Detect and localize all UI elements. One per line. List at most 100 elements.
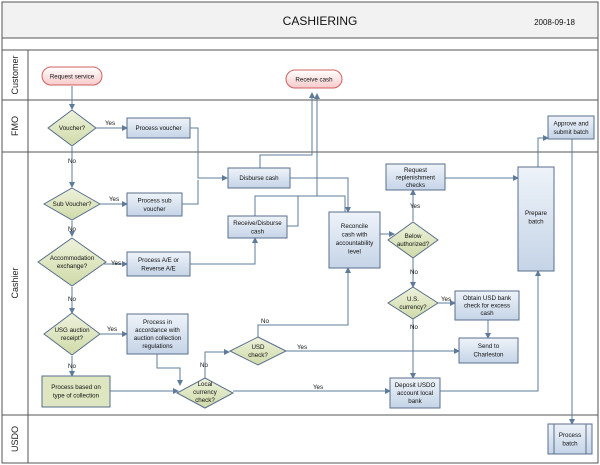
edge-label-yes: Yes [297,344,307,351]
svg-text:U.S.: U.S. [407,296,419,303]
decision-usg-auction: USG auction receipt? [43,312,101,356]
svg-text:checks: checks [406,182,425,189]
svg-text:Below: Below [405,233,422,240]
svg-text:Process sub: Process sub [137,198,172,205]
header-bar [1,1,599,39]
edge-label-yes: Yes [109,196,119,203]
edge-label-no: No [410,269,418,276]
svg-text:regulations: regulations [142,343,172,350]
svg-text:batch: batch [528,219,544,226]
process-deposit-usdo: Deposit USDO account local bank [389,377,441,409]
edge-usd-reconcile [257,267,351,337]
svg-text:Send to: Send to [478,343,500,350]
process-sub-voucher: Process sub voucher [126,192,183,217]
edge-process-ae-receive [190,237,258,265]
decision-local-currency: Local currency check? [175,377,235,409]
edge-label-no: No [410,324,418,331]
lane-label-fmo: FMO [10,116,20,136]
diagram-date: 2008-09-18 [534,18,575,27]
process-obtain-usd-check: Obtain USD bank check for excess cash [454,290,520,321]
edge-label-no: No [68,296,76,303]
svg-text:account local: account local [397,390,433,397]
svg-text:cash: cash [480,310,494,317]
diagram-title: CASHIERING [283,14,358,28]
process-approve-submit-batch: Approve and submit batch [547,115,595,140]
edge-label-no: No [200,362,208,369]
svg-text:authorized?: authorized? [397,241,430,248]
svg-text:cash with: cash with [342,232,368,239]
svg-text:level: level [348,249,361,256]
edge-label-no: No [68,226,76,233]
decision-us-currency: U.S. currency? [387,286,439,320]
svg-text:auction collection: auction collection [134,335,182,342]
svg-text:Process voucher: Process voucher [135,125,181,132]
svg-text:Process: Process [559,432,581,439]
process-auction-regulations: Process in accordance with auction colle… [126,313,189,355]
edge-disburse-receive-cash [259,92,315,168]
edge-deposit-prepare [440,270,541,392]
lane-label-usdo: USDO [10,426,20,452]
edge-process-voucher-disburse [190,127,228,181]
svg-text:cash: cash [251,229,265,236]
decision-accommodation: Accommodation exchange? [37,237,107,287]
edge-label-yes: Yes [313,384,323,391]
svg-text:Voucher?: Voucher? [59,125,86,132]
terminal-receive-cash: Receive cash [285,69,343,89]
connectors [69,86,575,425]
process-ae-reverse: Process A/E or Reverse A/E [126,251,191,277]
svg-text:Request service: Request service [50,74,95,81]
svg-text:accountability: accountability [336,240,374,247]
swimlanes [2,49,598,463]
svg-text:currency?: currency? [399,304,427,311]
svg-text:replenishment: replenishment [396,175,435,182]
edge-receive-disburse-up [254,93,320,216]
svg-text:check?: check? [248,352,268,359]
svg-text:USD: USD [251,344,265,351]
process-prepare-batch: Prepare batch [517,166,555,272]
svg-text:receipt?: receipt? [61,335,84,342]
svg-text:Prepare: Prepare [525,210,548,217]
process-batch: Process batch [547,423,593,455]
process-request-replenishment: Request replenishment checks [385,163,446,191]
lane-label-customer: Customer [10,55,20,94]
svg-text:Reverse A/E: Reverse A/E [141,266,175,273]
edge-label-no: No [261,318,269,325]
svg-text:Approve and: Approve and [553,121,589,128]
svg-text:Local: Local [198,381,213,388]
edge-local-usd [204,349,230,381]
process-receive-disburse-cash: Receive/Disburse cash [227,215,288,239]
svg-text:type of collection: type of collection [53,393,100,400]
edge-process-sub-disburse [182,180,199,205]
svg-text:Sub Voucher?: Sub Voucher? [53,201,92,208]
lane-label-cashier: Cashier [10,267,20,298]
svg-text:USG auction: USG auction [54,327,90,334]
svg-text:Request: Request [404,167,427,174]
svg-text:Accommodation: Accommodation [50,255,95,262]
svg-text:Deposit USDO: Deposit USDO [395,382,436,389]
edge-label-yes: Yes [105,120,115,127]
edge-auction-local [156,354,183,386]
edge-receive-disburse-reconcile [287,195,346,227]
edge-disburse-reconcile [290,177,351,213]
edge-label-yes: Yes [441,296,451,303]
edge-label-yes: Yes [107,326,117,333]
edge-labels: Yes No Yes No Yes No Yes No Yes No Yes N… [68,120,451,391]
svg-text:Process in: Process in [143,319,172,326]
process-reconcile-cash: Reconcile cash with accountability level [328,211,381,269]
decision-voucher: Voucher? [47,109,97,147]
svg-text:currency: currency [193,389,218,396]
svg-text:Receive/Disburse: Receive/Disburse [233,220,282,227]
edge-label-yes: Yes [410,203,420,210]
svg-text:exchange?: exchange? [57,263,88,270]
svg-text:check?: check? [195,397,215,404]
terminal-request-service: Request service [41,66,103,86]
process-collection-type: Process based on type of collection [41,375,111,408]
svg-text:bank: bank [408,398,422,405]
svg-text:Disburse cash: Disburse cash [239,175,279,182]
decision-below-authorized: Below authorized? [387,221,439,259]
edge-prepare-approve [537,135,549,167]
svg-text:Receive cash: Receive cash [295,77,333,84]
svg-text:voucher: voucher [143,206,165,213]
process-send-charleston: Send to Charleston [458,337,519,364]
